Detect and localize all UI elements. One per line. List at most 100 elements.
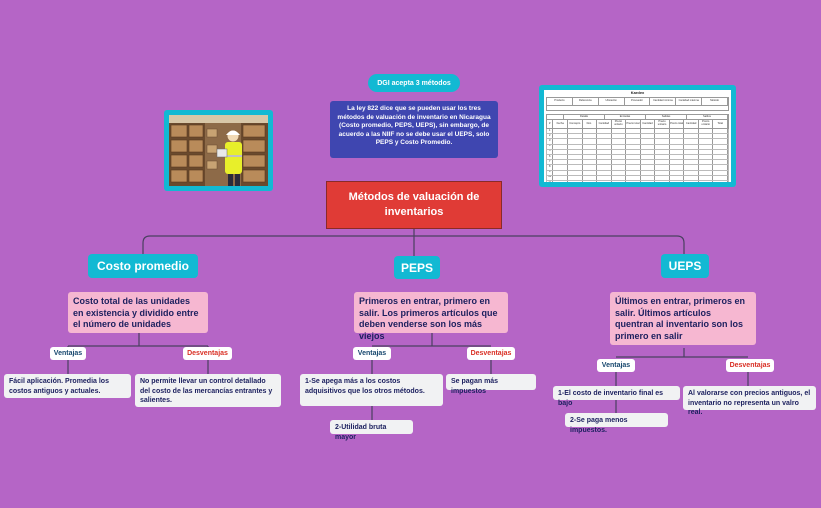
ueps-ventaja-2[interactable]: 2-Se paga menos impuestos. [565, 413, 668, 434]
ueps-desventajas-tag[interactable]: Desventajas [726, 359, 774, 372]
kardex-row-cell [713, 170, 728, 175]
kardex-row-cell [655, 170, 670, 175]
kardex-row-cell [568, 129, 583, 134]
ueps-desventaja-1[interactable]: Al valorarse con precios antiguos, el in… [683, 386, 816, 416]
kardex-row-number: 3 [547, 139, 554, 144]
kardex-row-number: 6 [547, 154, 554, 160]
kardex-row-cell [655, 175, 670, 180]
costo-promedio-description[interactable]: Costo total de las unidades en existenci… [68, 292, 208, 333]
kardex-row-cell [626, 139, 641, 144]
kardex-row-cell [553, 134, 568, 139]
peps-ventaja-2[interactable]: 2-Utilidad bruta mayor [330, 420, 413, 441]
ueps-ventaja-1[interactable]: 1-El costo de inventario final es bajo [553, 386, 680, 407]
kardex-column-cell: Precio unitario [655, 120, 670, 128]
peps-desventaja-1[interactable]: Se pagan más impuestos [446, 374, 536, 395]
kardex-row-cell [699, 154, 714, 160]
kardex-row-cell [670, 129, 685, 134]
kardex-row-cell [568, 144, 583, 149]
kardex-group-cell: Salidas [646, 115, 687, 119]
kardex-column-cell: Fecha [553, 120, 568, 128]
kardex-row-cell [699, 170, 714, 175]
kardex-row-cell [626, 144, 641, 149]
kardex-row-cell [597, 129, 612, 134]
kardex-row: 5 [546, 149, 729, 155]
kardex-row-cell [684, 149, 699, 154]
kardex-row-number: 10 [547, 175, 554, 180]
branch-ueps[interactable]: UEPS [661, 254, 709, 278]
kardex-column-cell: Precio total [670, 120, 685, 128]
warehouse-photo-frame[interactable] [164, 110, 273, 191]
peps-desventajas-tag[interactable]: Desventajas [467, 347, 515, 360]
kardex-row-cell [597, 170, 612, 175]
kardex-row-cell [597, 139, 612, 144]
ueps-description[interactable]: Últimos en entrar, primeros en salir. Úl… [610, 292, 756, 345]
costo-promedio-desventaja-1[interactable]: No permite llevar un control detallado d… [135, 374, 281, 407]
kardex-row-cell [553, 144, 568, 149]
kardex-row-cell [670, 160, 685, 165]
kardex-row-cell [626, 175, 641, 180]
kardex-row-cell [553, 170, 568, 175]
kardex-row-cell [713, 180, 728, 182]
kardex-row-cell [670, 170, 685, 175]
kardex-row-cell [568, 154, 583, 160]
branch-peps[interactable]: PEPS [394, 256, 440, 279]
kardex-row-cell [684, 139, 699, 144]
kardex-row: 7 [546, 160, 729, 166]
kardex-row-cell [699, 149, 714, 154]
peps-ventaja-1[interactable]: 1-Se apega más a los costos adquisitivos… [300, 374, 443, 406]
kardex-column-cell: # [547, 120, 554, 128]
kardex-row-cell [699, 175, 714, 180]
costo-promedio-ventajas-tag[interactable]: Ventajas [50, 347, 86, 360]
branch-costo-promedio[interactable]: Costo promedio [88, 254, 198, 278]
kardex-row: 9 [546, 170, 729, 176]
kardex-row-cell [612, 154, 627, 160]
kardex-row-cell [626, 160, 641, 165]
costo-promedio-ventaja-1[interactable]: Fácil aplicación. Promedia los costos an… [4, 374, 131, 398]
kardex-row-cell [583, 154, 598, 160]
kardex-row-cell [655, 154, 670, 160]
kardex-row-cell [713, 165, 728, 170]
kardex-row-cell [553, 139, 568, 144]
ueps-ventajas-tag[interactable]: Ventajas [597, 359, 635, 372]
peps-ventajas-tag[interactable]: Ventajas [353, 347, 391, 360]
kardex-row-cell [597, 160, 612, 165]
kardex-row-cell [641, 139, 656, 144]
kardex-group-cell: Saldos [687, 115, 728, 119]
kardex-row-cell [612, 170, 627, 175]
kardex-row-cell [626, 129, 641, 134]
kardex-header-cell: Proveedor [625, 98, 651, 105]
kardex-row-cell [713, 139, 728, 144]
costo-promedio-desventajas-tag[interactable]: Desventajas [183, 347, 232, 360]
kardex-row-cell [655, 180, 670, 182]
kardex-row-cell [612, 139, 627, 144]
kardex-row-cell [713, 175, 728, 180]
peps-description[interactable]: Primeros en entrar, primero en salir. Lo… [354, 292, 508, 341]
kardex-row-cell [641, 129, 656, 134]
kardex-row-cell [684, 170, 699, 175]
kardex-row-cell [553, 165, 568, 170]
kardex-row-cell [684, 129, 699, 134]
central-topic[interactable]: Métodos de valuación de inventarios [326, 181, 502, 229]
kardex-row: 10 [546, 175, 729, 181]
kardex-row-cell [583, 139, 598, 144]
kardex-title: Kardex [630, 90, 645, 95]
kardex-row-cell [626, 180, 641, 182]
kardex-group-cell: Entradas [605, 115, 646, 119]
kardex-row-cell [612, 160, 627, 165]
kardex-row-cell [597, 144, 612, 149]
kardex-row-cell [626, 134, 641, 139]
kardex-rows: 123456789101112 [546, 129, 729, 182]
kardex-row-cell [670, 154, 685, 160]
kardex-row-number: 5 [547, 149, 554, 154]
dgi-pill[interactable]: DGI acepta 3 métodos [368, 74, 460, 92]
kardex-row-cell [641, 170, 656, 175]
info-box[interactable]: La ley 822 dice que se pueden usar los t… [330, 101, 498, 158]
kardex-row: 6 [546, 154, 729, 161]
kardex-row-cell [641, 180, 656, 182]
kardex-row-cell [612, 175, 627, 180]
kardex-row-cell [641, 175, 656, 180]
kardex-row-cell [670, 134, 685, 139]
kardex-row-cell [553, 160, 568, 165]
